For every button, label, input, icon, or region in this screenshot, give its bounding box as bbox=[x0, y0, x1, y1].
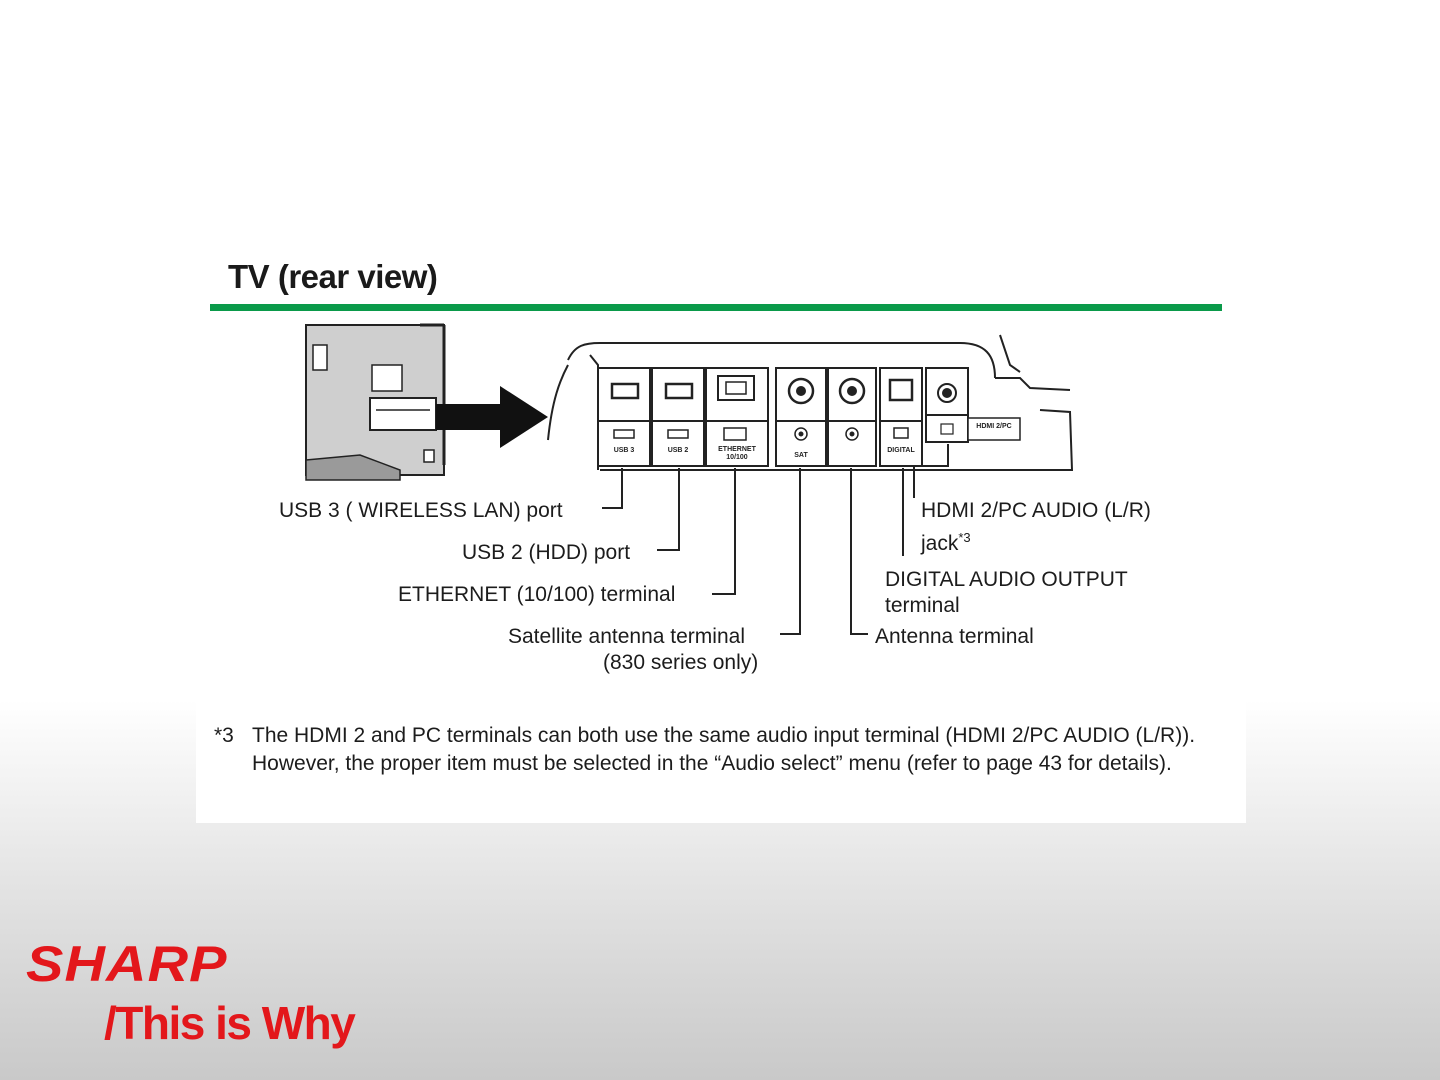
port-usb2 bbox=[651, 367, 705, 467]
usb3-port-label: USB 3 ( WIRELESS LAN) port bbox=[279, 499, 563, 522]
digital-audio-output-label: DIGITAL AUDIO OUTPUT bbox=[885, 568, 1128, 591]
title-underline bbox=[210, 304, 1222, 311]
sharp-logo: SHARP bbox=[26, 938, 227, 990]
footnote-text: The HDMI 2 and PC terminals can both use… bbox=[252, 724, 1196, 775]
ethernet-panel-text: ETHERNET bbox=[718, 446, 756, 453]
port-digital-audio bbox=[879, 367, 923, 467]
port-satellite bbox=[775, 367, 827, 467]
direction-arrow bbox=[436, 386, 548, 448]
antenna-terminal-label: Antenna terminal bbox=[875, 625, 1034, 648]
digital-panel-text: DIGITAL bbox=[887, 447, 915, 454]
port-usb3 bbox=[597, 367, 651, 467]
page-title: TV (rear view) bbox=[228, 258, 438, 295]
sharp-logo-text: SHARP bbox=[26, 936, 228, 992]
usb2-port-label: USB 2 (HDD) port bbox=[462, 541, 631, 564]
port-ethernet bbox=[705, 367, 769, 467]
digital-audio-output-label-line2: terminal bbox=[885, 594, 960, 617]
hdmi-pc-panel-text: HDMI 2/PC bbox=[976, 423, 1011, 430]
port-hdmi-pc-audio bbox=[925, 367, 969, 443]
ethernet-panel-subtext: 10/100 bbox=[726, 454, 748, 461]
port-antenna bbox=[827, 367, 877, 467]
hdmi-audio-jack-label-line2: jack*3 bbox=[921, 530, 971, 555]
usb3-panel-text: USB 3 bbox=[614, 447, 635, 454]
port-hdmi-pc-label-box bbox=[967, 417, 1021, 441]
satellite-series-note: (830 series only) bbox=[603, 651, 759, 674]
satellite-terminal-label: Satellite antenna terminal bbox=[508, 625, 745, 648]
footnote-ref-mark: *3 bbox=[958, 530, 971, 545]
usb2-panel-text: USB 2 bbox=[668, 447, 689, 454]
tv-back-thumbnail bbox=[305, 323, 446, 481]
hdmi-audio-jack-label: HDMI 2/PC AUDIO (L/R) bbox=[921, 499, 1151, 522]
footnote-mark: *3 bbox=[214, 724, 234, 747]
sat-panel-text: SAT bbox=[794, 452, 808, 459]
brand-tagline: /This is Why bbox=[104, 997, 356, 1049]
ethernet-terminal-label: ETHERNET (10/100) terminal bbox=[398, 583, 676, 606]
leader-lines bbox=[602, 444, 949, 635]
